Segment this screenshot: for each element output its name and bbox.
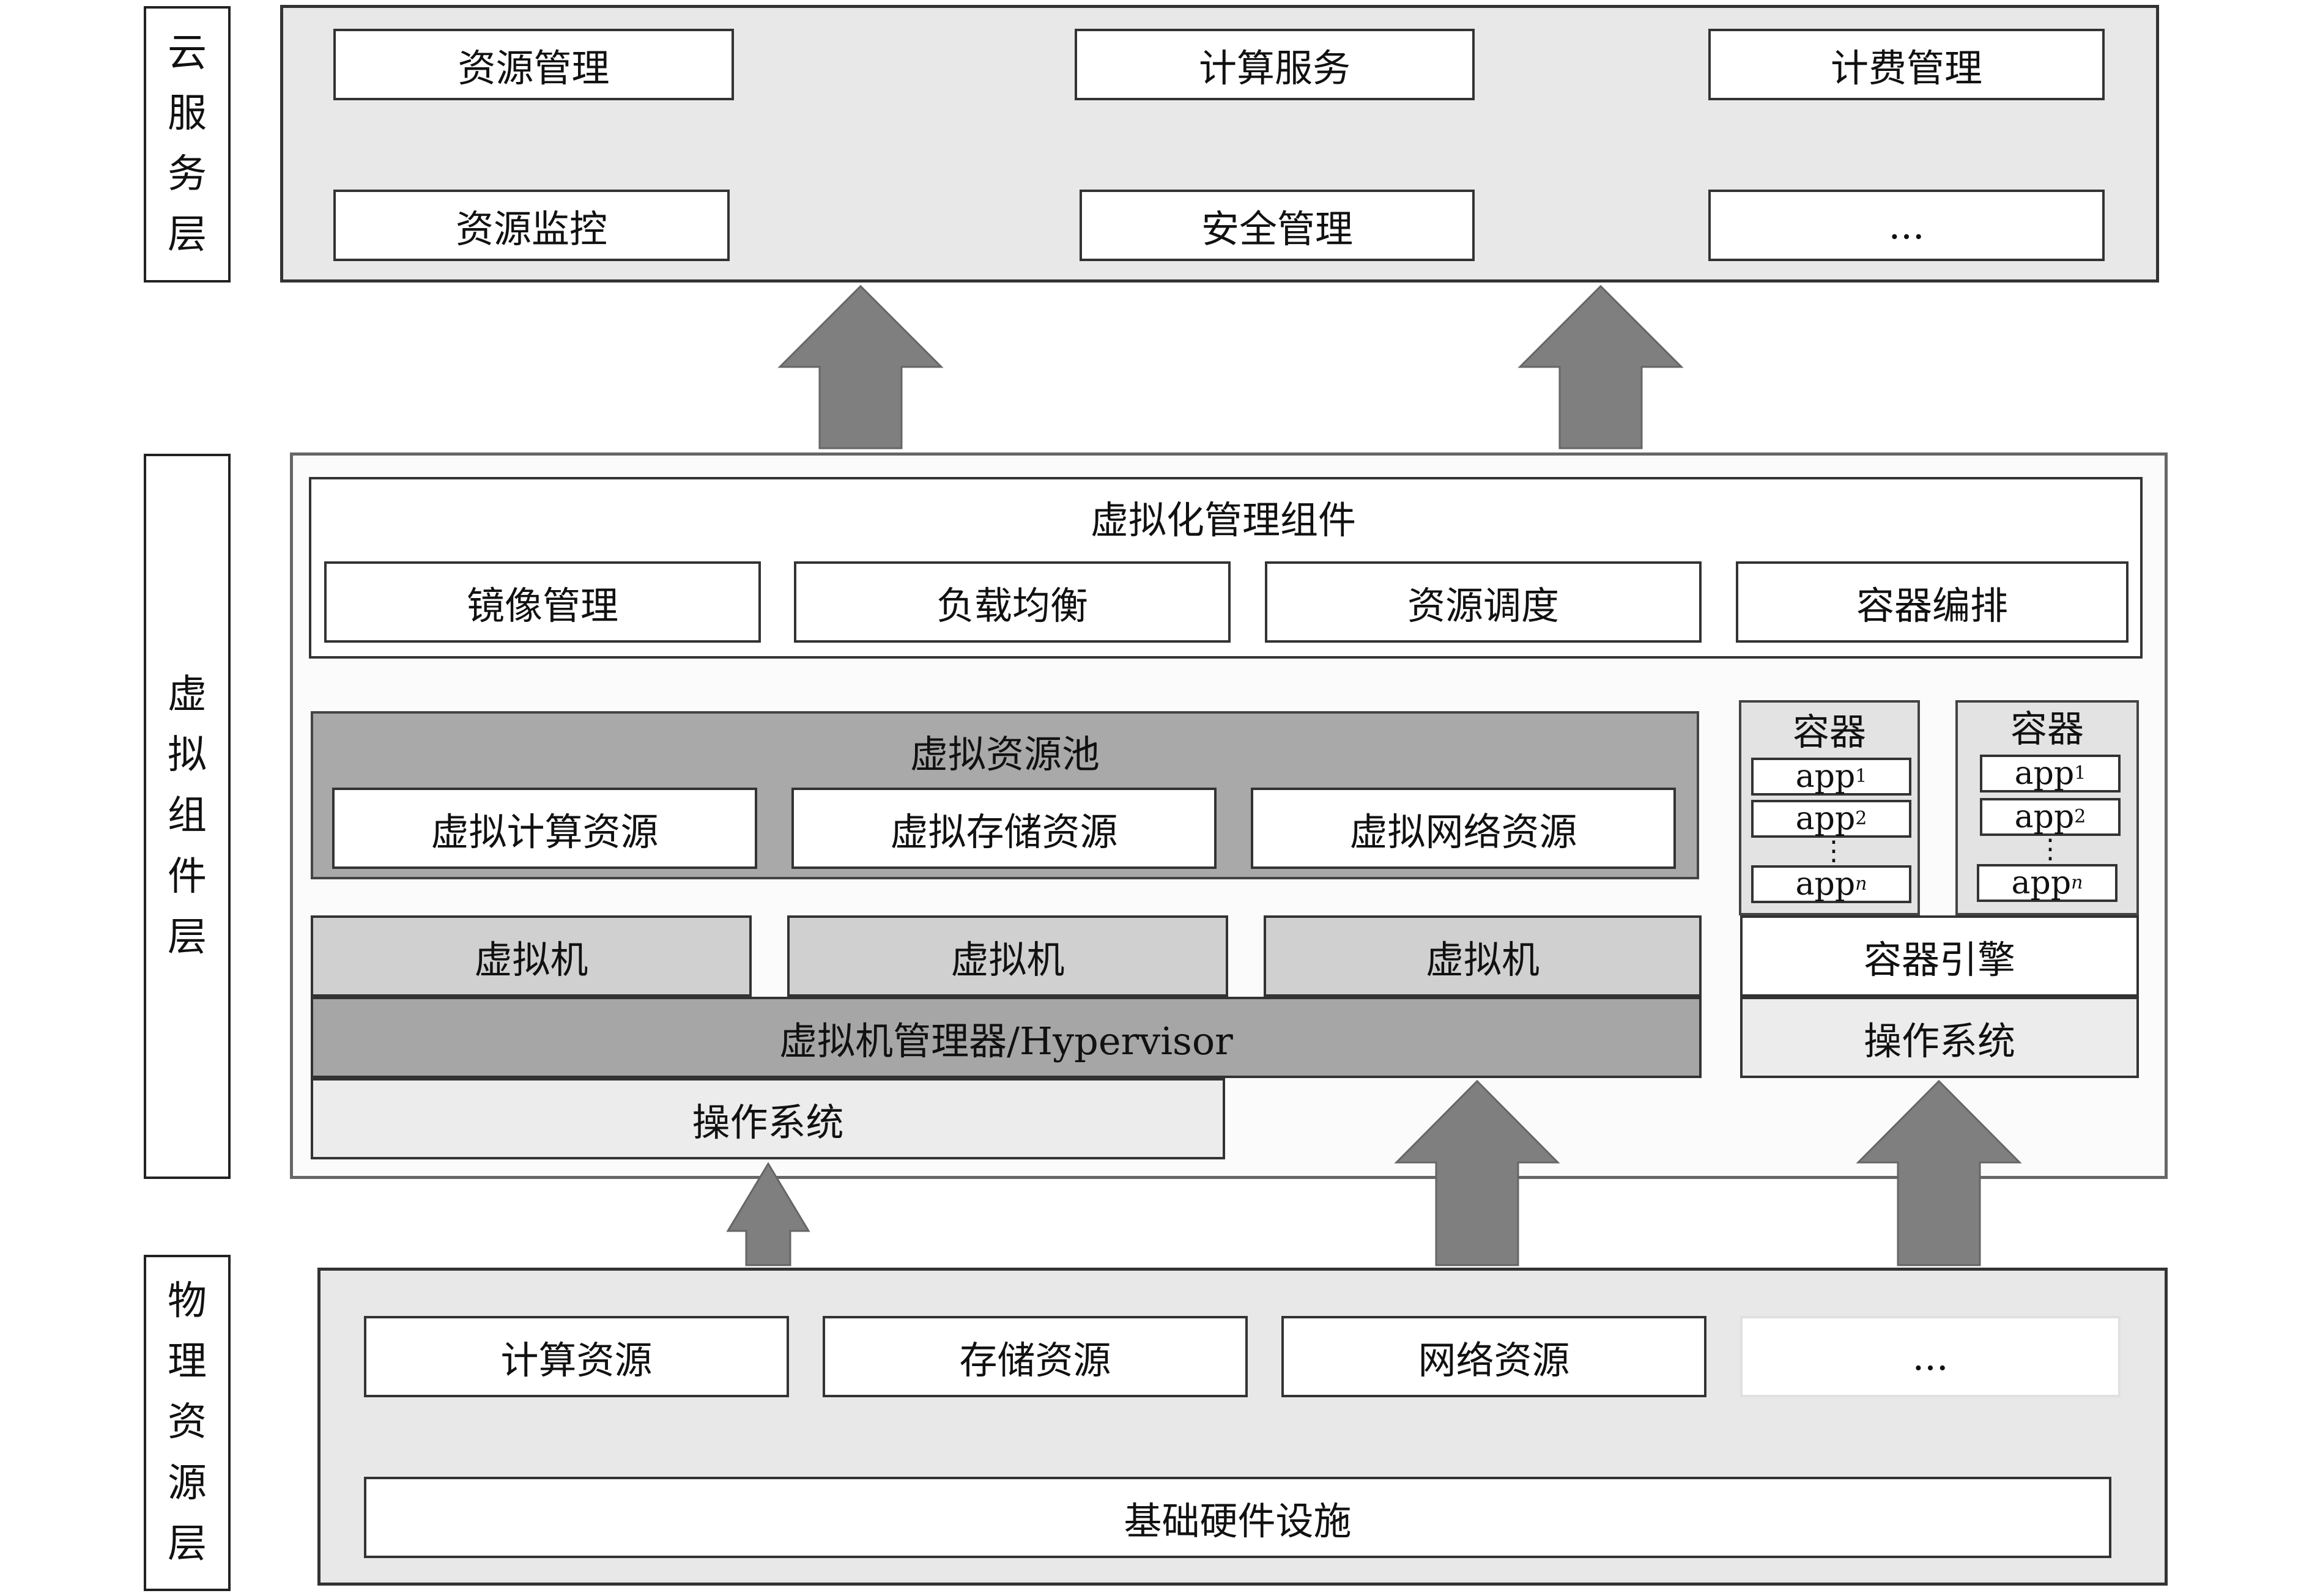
hardware-infrastructure: 基础硬件设施 [364, 1477, 2111, 1558]
virtual-machine-2: 虚拟机 [787, 915, 1228, 997]
up-arrow-icon [777, 284, 944, 449]
physical-storage: 存储资源 [823, 1316, 1248, 1397]
layer-label-physical-resource: 物 理 资 源 层 [144, 1255, 231, 1591]
layer-label-char: 虚 [168, 672, 207, 718]
up-arrow-icon [726, 1162, 810, 1266]
app-name: app [1795, 866, 1856, 903]
layer-label-virtual-component: 虚 拟 组 件 层 [144, 454, 231, 1179]
app-name: app [2014, 755, 2075, 792]
layer-label-char: 组 [168, 793, 207, 839]
virtual-machine-1: 虚拟机 [311, 915, 752, 997]
layer-label-char: 理 [168, 1339, 207, 1385]
layer-label-char: 层 [168, 212, 207, 258]
service-compute: 计算服务 [1075, 29, 1475, 100]
service-security-management: 安全管理 [1080, 190, 1475, 261]
physical-compute: 计算资源 [364, 1316, 789, 1397]
app-name: app [1795, 758, 1856, 795]
layer-label-char: 层 [168, 1521, 207, 1567]
virtual-machine-3: 虚拟机 [1264, 915, 1702, 997]
layer-label-char: 务 [168, 152, 207, 197]
layer-label-char: 服 [168, 91, 207, 136]
layer-label-char: 物 [168, 1279, 207, 1324]
host-operating-system: 操作系统 [311, 1078, 1225, 1159]
layer-label-char: 云 [168, 30, 207, 76]
service-resource-management: 资源管理 [333, 29, 734, 100]
app-index: n [2071, 872, 2083, 893]
up-arrow-icon [1856, 1079, 2022, 1266]
service-resource-monitoring: 资源监控 [333, 190, 730, 261]
vertical-ellipsis-icon: ⋮ [2037, 833, 2064, 865]
app-index: 2 [2074, 806, 2086, 827]
app-name: app [1795, 800, 1856, 837]
layer-label-char: 源 [168, 1460, 207, 1506]
container-label: 容器 [1793, 711, 1866, 754]
app-index: 1 [2074, 763, 2086, 784]
mgmt-load-balancing: 负载均衡 [794, 561, 1231, 643]
app-index: n [1855, 873, 1867, 895]
app-name: app [2011, 865, 2072, 901]
app-index: 2 [1855, 808, 1867, 829]
up-arrow-icon [1394, 1079, 1560, 1266]
hypervisor: 虚拟机管理器/Hypervisor [311, 997, 1702, 1078]
virtual-resource-pool-title: 虚拟资源池 [910, 732, 1100, 777]
up-arrow-icon [1517, 284, 1684, 449]
physical-network: 网络资源 [1281, 1316, 1706, 1397]
layer-label-char: 层 [168, 914, 207, 960]
layer-label-char: 资 [168, 1400, 207, 1446]
app-name: app [2014, 799, 2075, 835]
container-engine: 容器引擎 [1740, 915, 2139, 997]
vertical-ellipsis-icon: ⋮ [1820, 835, 1847, 866]
mgmt-resource-scheduling: 资源调度 [1265, 561, 1702, 643]
service-billing-management: 计费管理 [1708, 29, 2105, 100]
container-operating-system: 操作系统 [1740, 997, 2139, 1078]
mgmt-container-orchestration: 容器编排 [1736, 561, 2129, 643]
layer-label-char: 件 [168, 854, 207, 900]
service-more: ... [1708, 190, 2105, 261]
virtualization-management-title: 虚拟化管理组件 [1090, 498, 1356, 542]
layer-label-char: 拟 [168, 733, 207, 778]
container-label: 容器 [2010, 708, 2084, 751]
pool-virtual-network: 虚拟网络资源 [1251, 788, 1676, 869]
app-index: 1 [1855, 766, 1867, 787]
pool-virtual-storage: 虚拟存储资源 [791, 788, 1217, 869]
physical-more: ... [1740, 1316, 2121, 1397]
mgmt-image-management: 镜像管理 [324, 561, 761, 643]
layer-label-cloud-service: 云 服 务 层 [144, 6, 231, 283]
pool-virtual-compute: 虚拟计算资源 [332, 788, 757, 869]
